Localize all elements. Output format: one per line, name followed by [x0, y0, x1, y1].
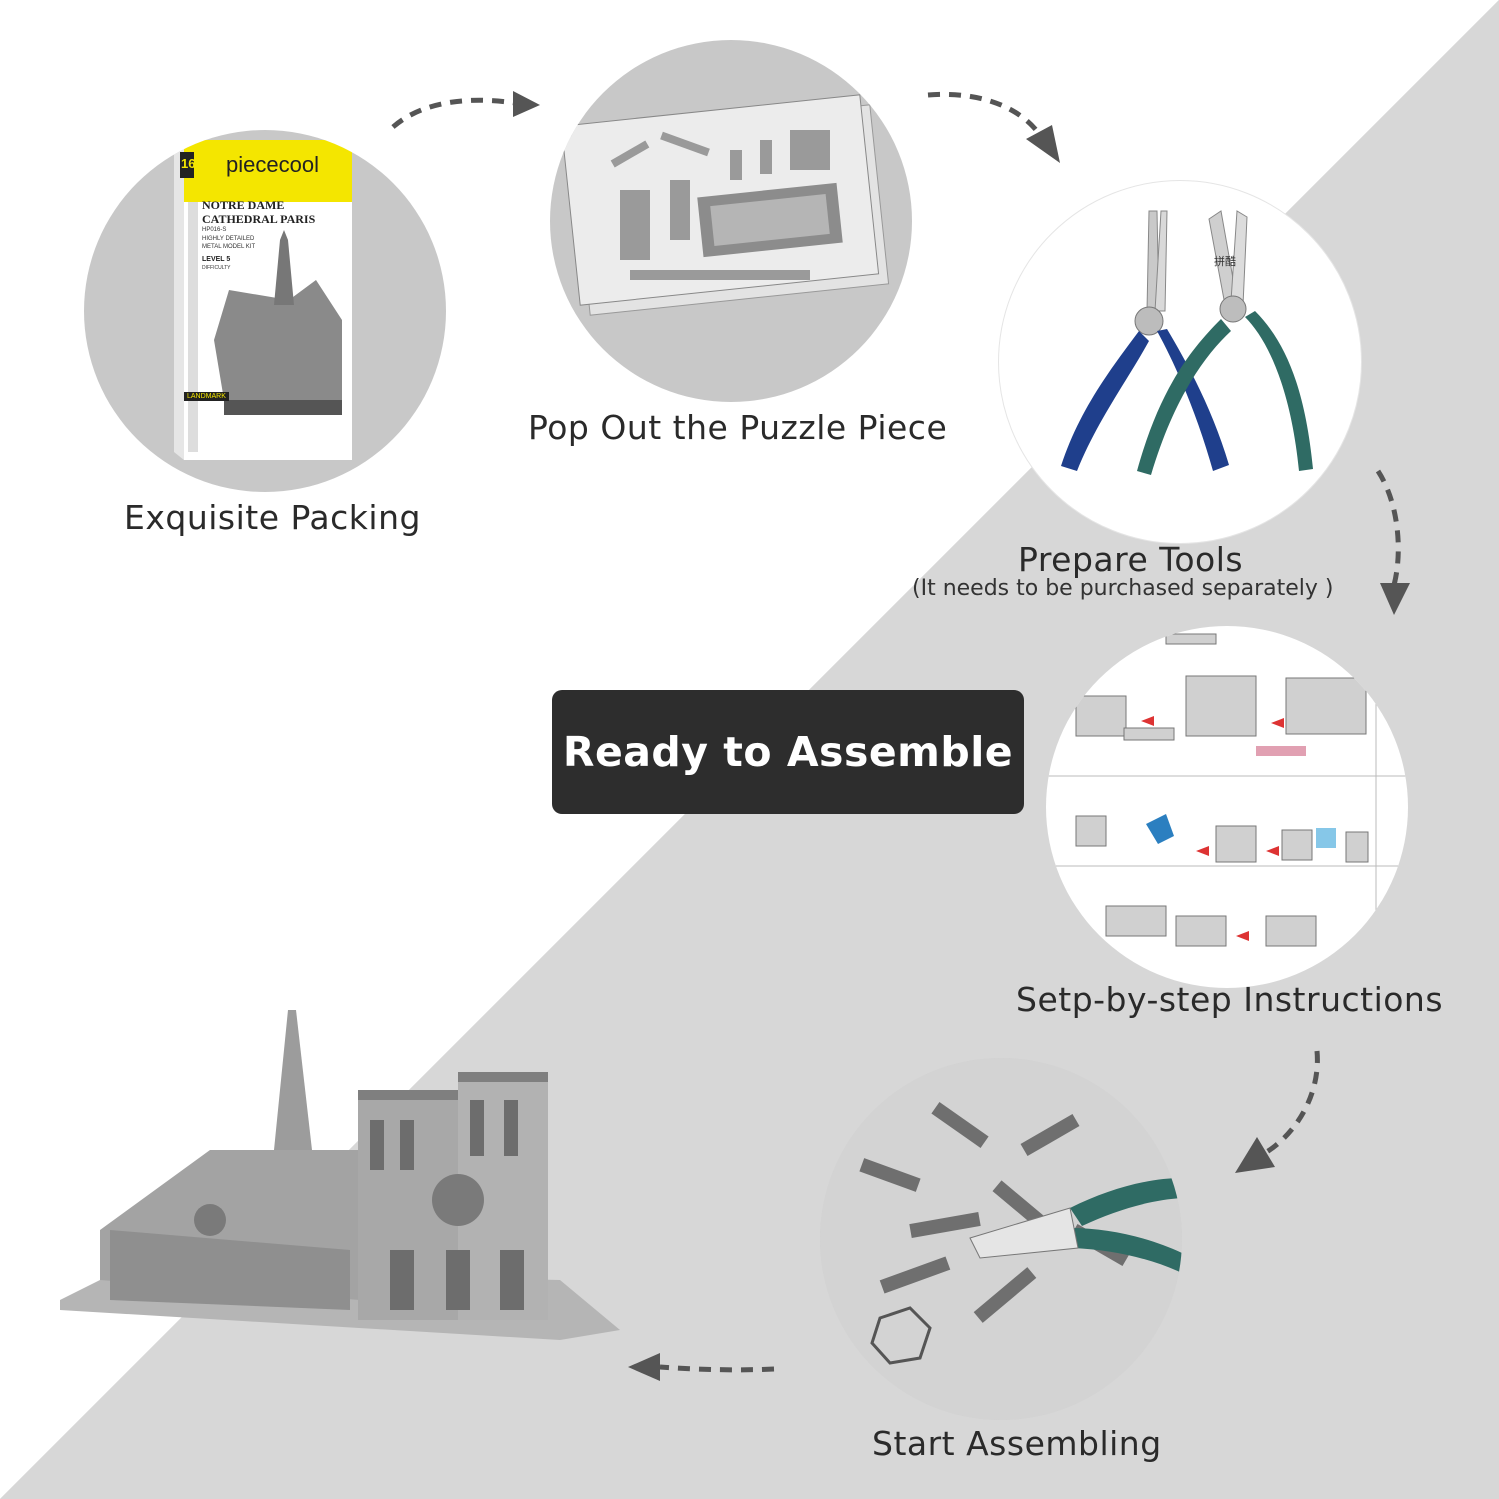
assembling-circle: [820, 1058, 1182, 1420]
instruction-sheet-image: [1046, 626, 1408, 988]
ready-badge-text: Ready to Assemble: [562, 728, 1014, 776]
arrow-packing-to-popout: [391, 91, 540, 129]
package-title-2: CATHEDRAL PARIS: [202, 212, 316, 226]
assembling-image: [820, 1058, 1182, 1420]
package-code: HP016-S: [202, 227, 227, 233]
step-label-pop-out: Pop Out the Puzzle Piece: [528, 408, 948, 447]
pliers-brand-mark: 拼酷: [1214, 255, 1236, 268]
package-difficulty: DIFFICULTY: [202, 265, 231, 271]
package-desc-1: HIGHLY DETAILED: [202, 236, 255, 242]
package-title-1: NOTRE DAME: [202, 198, 285, 212]
packing-circle: piececool 16 NOTRE DAME CATHEDRAL PARIS …: [84, 130, 446, 492]
pliers-image: [1061, 210, 1313, 475]
arrow-instructions-to-assembling: [1235, 1050, 1320, 1173]
package-number: 16: [181, 156, 196, 171]
package-level: LEVEL 5: [202, 256, 231, 263]
cathedral-model-image: [60, 1010, 620, 1340]
instructions-circle: [1046, 626, 1408, 988]
puzzle-sheet-circle: [550, 40, 912, 402]
arrow-tools-to-instructions: [1375, 469, 1410, 615]
package-brand: piececool: [226, 152, 319, 177]
arrow-popout-to-tools: [927, 91, 1060, 163]
step-label-assembling: Start Assembling: [872, 1424, 1162, 1463]
step-note-tools: (It needs to be purchased separately ): [912, 576, 1334, 601]
package-box-image: [174, 140, 352, 460]
step-label-packing: Exquisite Packing: [124, 498, 421, 537]
package-series: LANDMARK: [184, 392, 229, 401]
step-label-instructions: Setp-by-step Instructions: [1016, 980, 1444, 1019]
ready-badge: Ready to Assemble: [552, 690, 1024, 814]
step-label-tools: Prepare Tools: [1018, 540, 1244, 579]
arrow-assembling-to-model: [628, 1353, 775, 1381]
tools-circle: 拼酷: [998, 180, 1362, 544]
metal-sheet-image: [560, 94, 890, 316]
package-desc-2: METAL MODEL KIT: [202, 244, 256, 250]
